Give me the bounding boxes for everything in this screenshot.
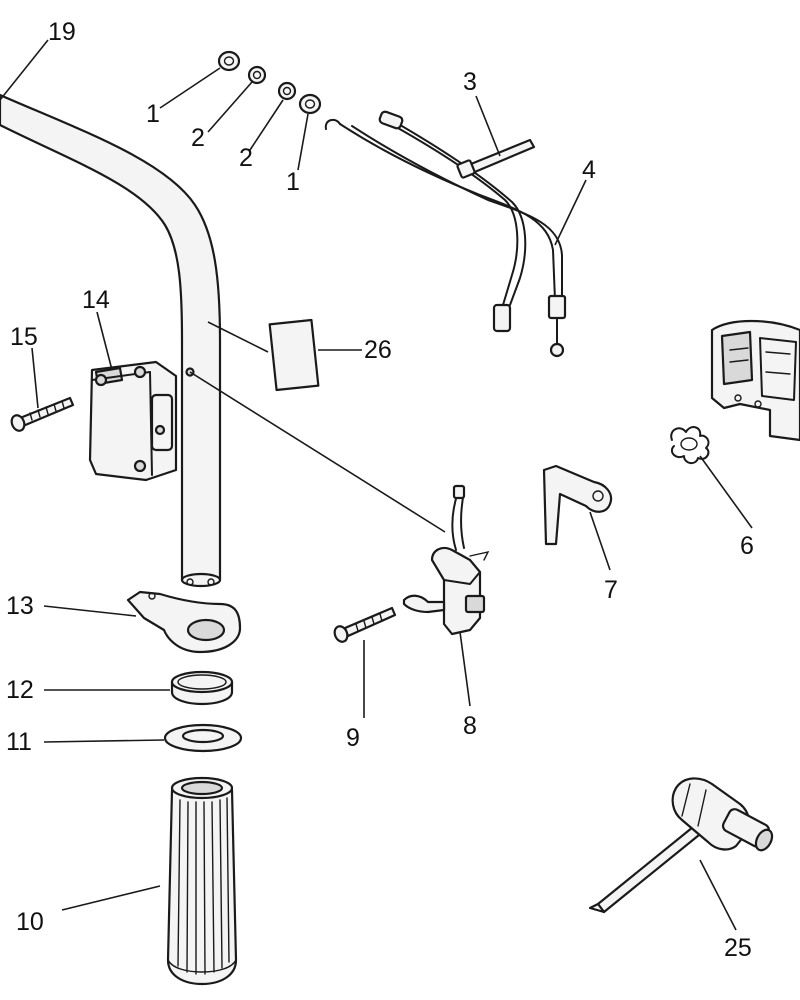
callout-26: 26: [364, 336, 392, 364]
handle-grip: [166, 776, 238, 986]
cable-tie: [456, 138, 536, 179]
callout-4: 4: [582, 156, 596, 184]
callout-12: 12: [6, 676, 34, 704]
spark-plug-wrench: [588, 777, 774, 914]
callout-2-lower: 2: [239, 144, 253, 172]
screw-15: [10, 396, 75, 432]
washer-upper: [247, 65, 267, 85]
callout-19: 19: [48, 18, 76, 46]
switch-housing: [710, 319, 800, 442]
callout-1-top: 1: [146, 100, 160, 128]
callout-10: 10: [16, 908, 44, 936]
callout-13: 13: [6, 592, 34, 620]
callout-14: 14: [82, 286, 110, 314]
nut-top: [217, 50, 241, 72]
retaining-ring: [170, 670, 234, 706]
callout-15: 15: [10, 323, 38, 351]
callout-11: 11: [6, 728, 32, 756]
callout-1-lower: 1: [286, 168, 300, 196]
cable-harness: [324, 110, 567, 358]
callout-3: 3: [463, 68, 477, 96]
decal-label: [268, 318, 320, 392]
pivot-plate: [126, 590, 242, 654]
handle-bracket: [88, 360, 178, 482]
callout-25: 25: [724, 934, 752, 962]
assembly-line: [189, 371, 446, 533]
leader-lines: [0, 39, 753, 931]
callout-8: 8: [463, 712, 477, 740]
stop-switch: [402, 484, 490, 636]
screw-9: [333, 606, 397, 643]
nut-lower: [298, 93, 322, 115]
spring: [670, 426, 710, 464]
callout-7: 7: [604, 576, 618, 604]
tiller-handle-arm: [0, 93, 222, 588]
washer-lower: [277, 81, 297, 101]
flat-washer: [163, 723, 243, 753]
callout-2-upper: 2: [191, 124, 205, 152]
lever-plate: [542, 464, 613, 546]
callout-9: 9: [346, 724, 360, 752]
callout-6: 6: [740, 532, 754, 560]
